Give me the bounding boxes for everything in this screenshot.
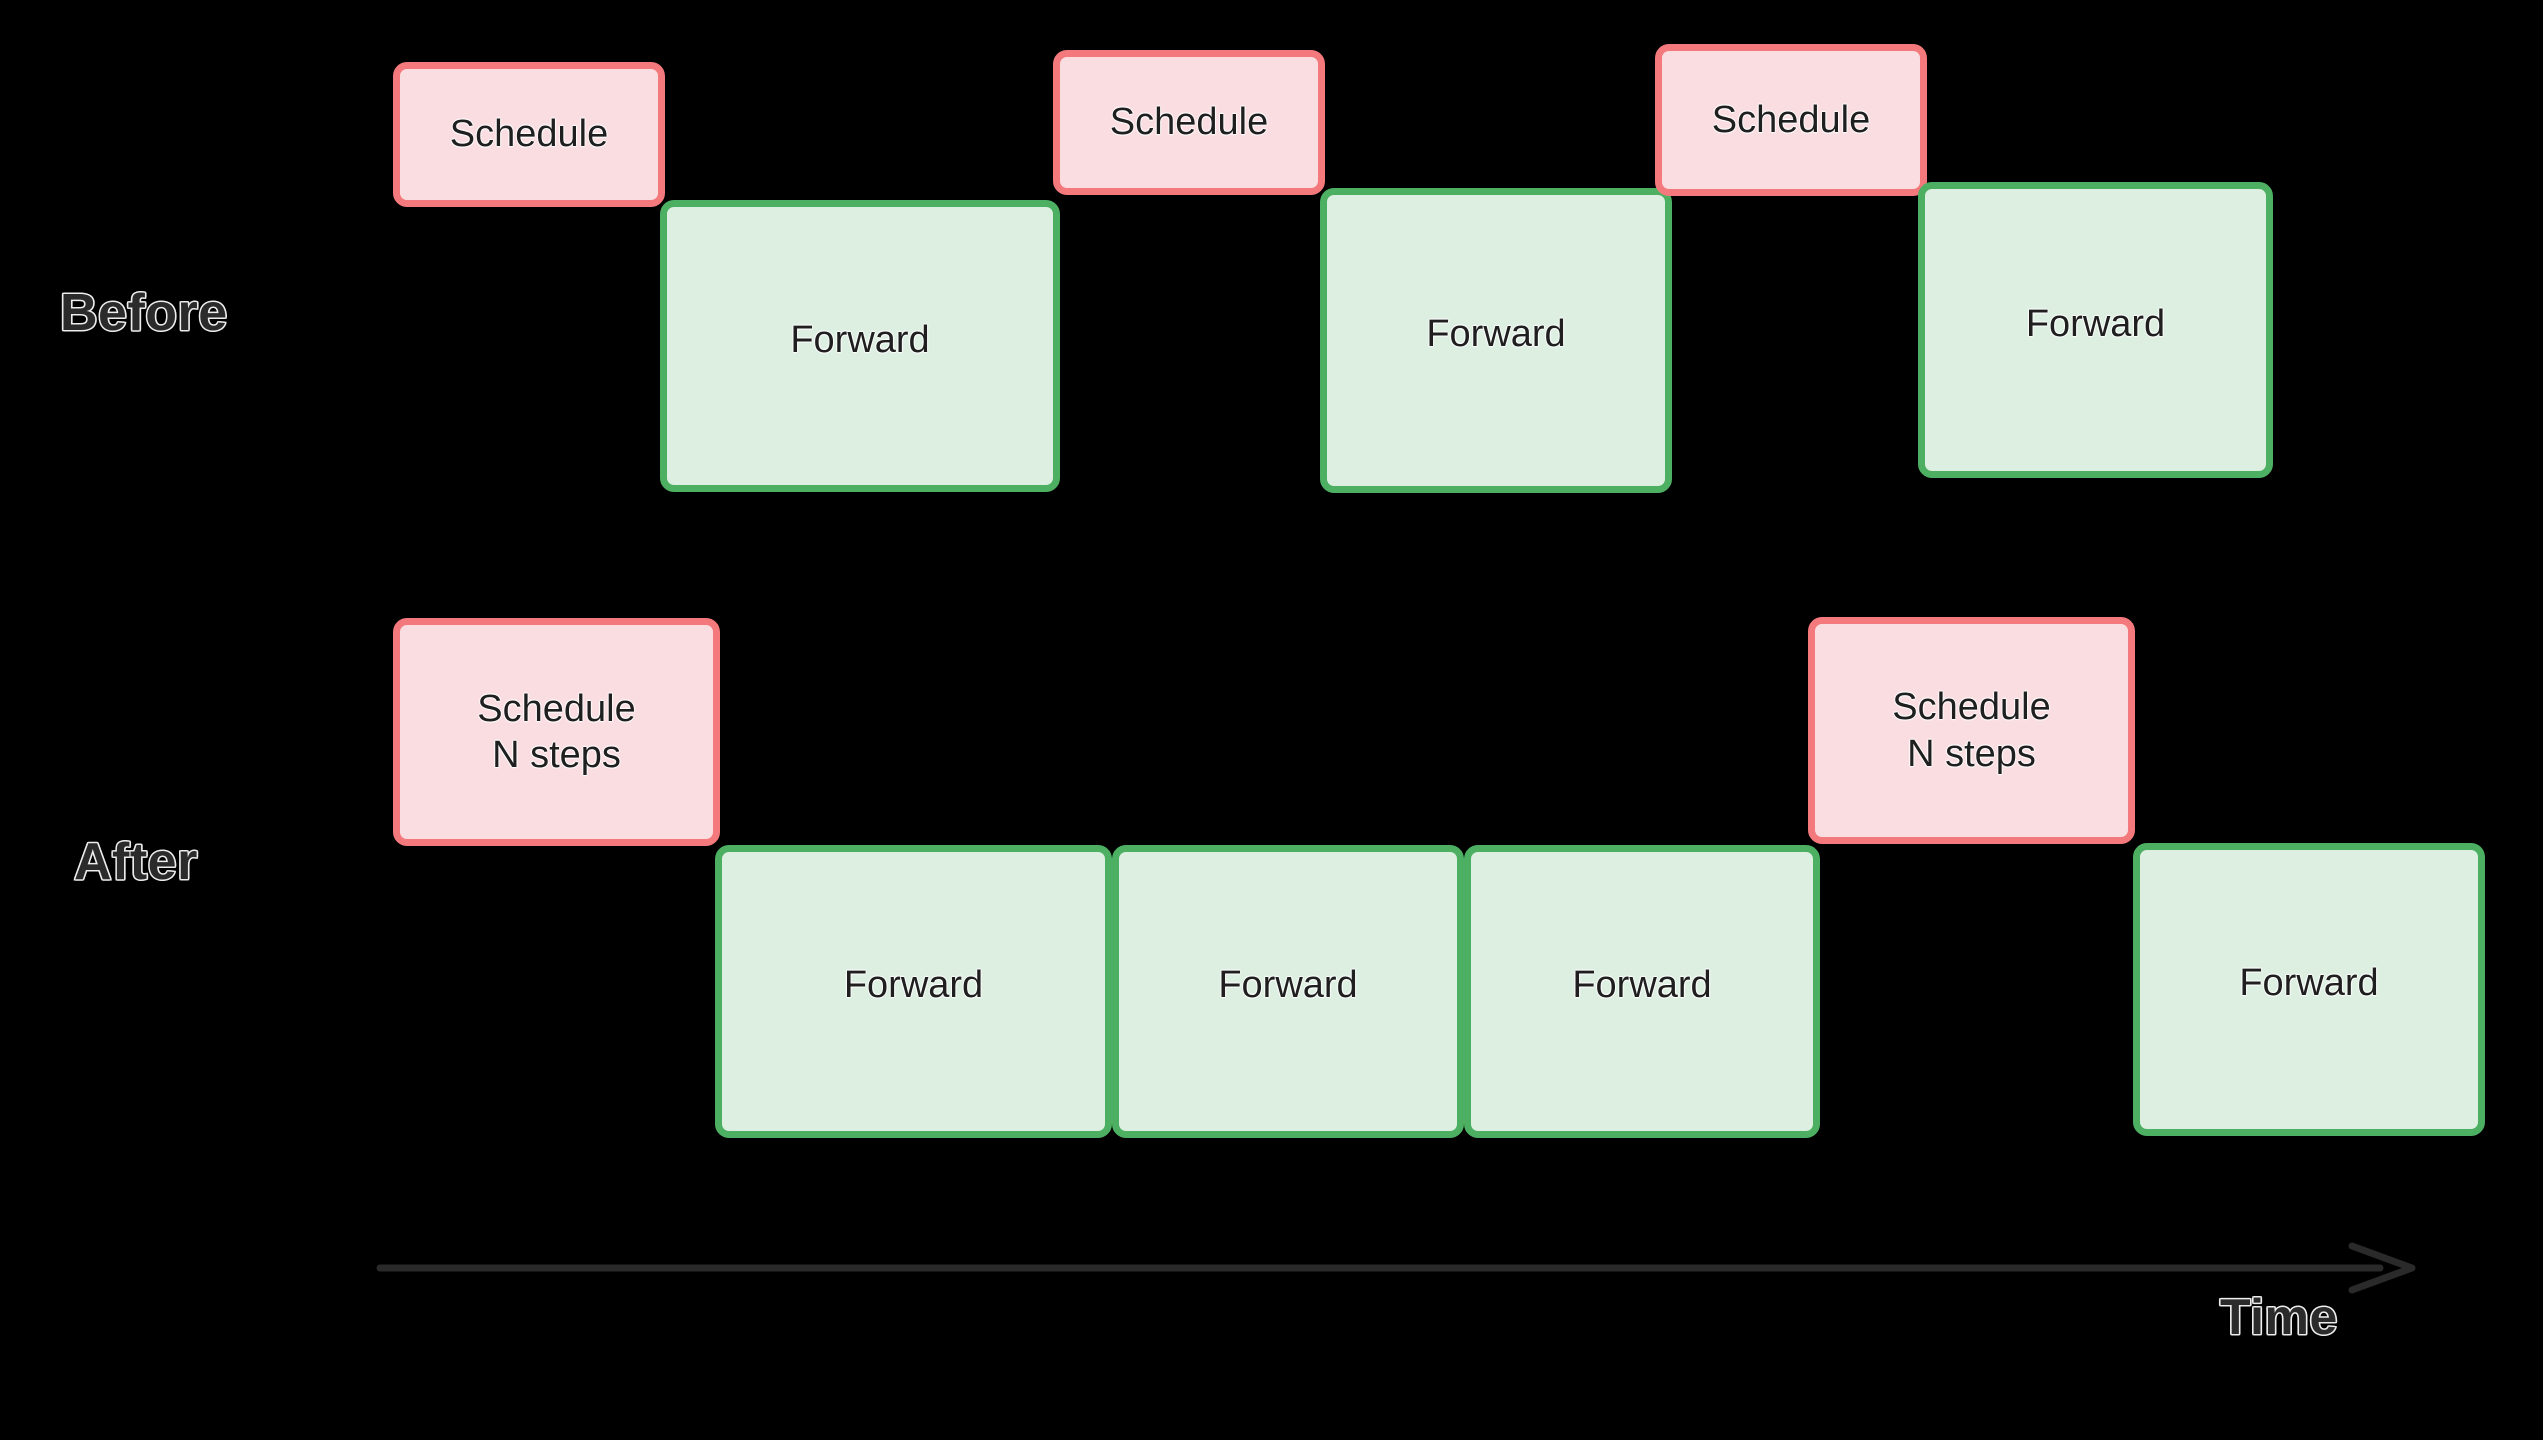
before-forward-block-2: Forward	[1320, 188, 1672, 493]
before-schedule-block-1: Schedule	[393, 62, 665, 207]
block-label: Forward	[2025, 302, 2166, 345]
row-label-before: Before	[59, 283, 229, 344]
block-label: Forward	[2239, 962, 2379, 1005]
before-forward-block-1: Forward	[660, 200, 1060, 492]
time-axis-label: Time	[2219, 1288, 2339, 1347]
after-forward-block-4: Forward	[2133, 843, 2485, 1136]
after-forward-block-3: Forward	[1464, 845, 1820, 1138]
block-label: Forward	[1426, 313, 1566, 356]
after-schedule-block-2: Schedule N steps	[1808, 617, 2135, 844]
after-forward-block-1: Forward	[715, 845, 1112, 1138]
after-schedule-block-1: Schedule N steps	[393, 618, 720, 846]
block-label: Forward	[843, 964, 984, 1007]
row-label-after: After	[73, 832, 199, 893]
time-arrow-icon	[376, 1242, 2416, 1294]
block-label: Schedule N steps	[1892, 686, 2051, 775]
before-schedule-block-3: Schedule	[1655, 44, 1927, 196]
block-label: Schedule	[1109, 101, 1269, 144]
block-label: Forward	[1572, 964, 1712, 1007]
before-schedule-block-2: Schedule	[1053, 50, 1325, 195]
block-label: Schedule	[1711, 98, 1871, 141]
after-forward-block-2: Forward	[1112, 845, 1464, 1138]
block-label: Forward	[1218, 964, 1358, 1007]
block-label: Schedule N steps	[477, 687, 636, 776]
block-label: Forward	[790, 318, 930, 361]
before-forward-block-3: Forward	[1918, 182, 2273, 478]
block-label: Schedule	[449, 113, 609, 156]
